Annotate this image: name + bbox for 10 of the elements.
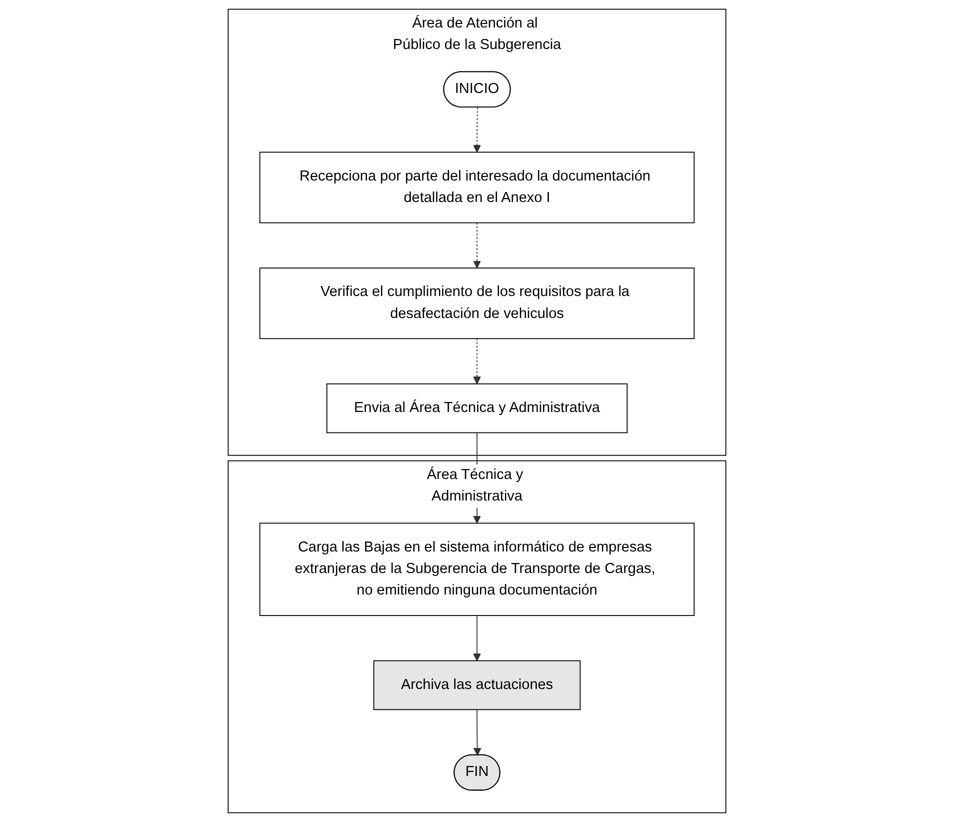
arrow bbox=[473, 106, 481, 153]
node-box: Envia al Área Técnica y Administrativa bbox=[326, 383, 628, 434]
arrow bbox=[473, 338, 481, 384]
node-box: Recepciona por parte del interesado la documentación detallada en el Anexo I bbox=[259, 152, 695, 224]
arrow bbox=[473, 615, 481, 662]
node-box: Verifica el cumplimiento de los requisitos para la desafectación de vehiculos bbox=[259, 268, 695, 340]
node-box: Carga las Bajas en el sistema informático de empresas extranjeras de la Subgerencia de Transporte de Cargas, no emitiendo ninguna documentación bbox=[259, 522, 695, 616]
node-box: Archiva las actuaciones bbox=[373, 660, 581, 710]
arrow bbox=[473, 709, 482, 756]
arrow bbox=[473, 222, 481, 268]
